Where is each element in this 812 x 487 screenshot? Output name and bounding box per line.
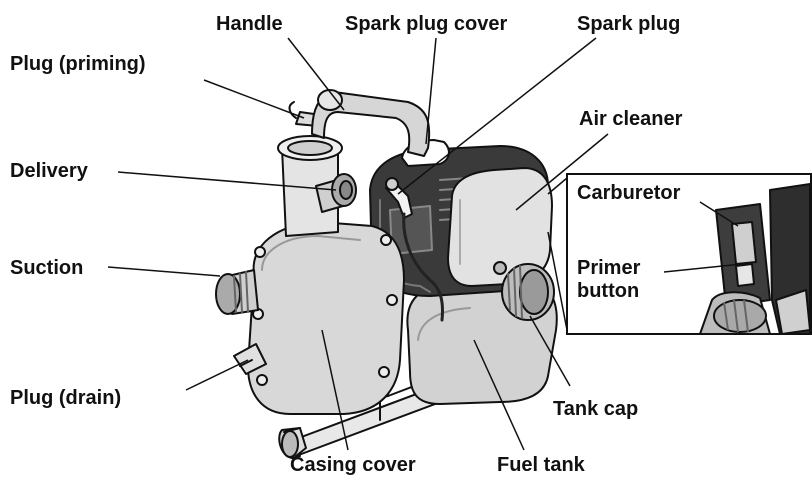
leader-tank-cap <box>529 315 571 387</box>
label-spark-plug-cover: Spark plug cover <box>345 13 508 35</box>
ignition-lead <box>402 212 444 322</box>
leader-spark-plug-cover <box>425 37 437 145</box>
leader-plug-priming <box>203 79 305 119</box>
leader-spark-plug <box>397 37 597 195</box>
pump-casing <box>233 221 405 415</box>
label-primer-button-line1: Primer <box>577 257 641 279</box>
label-spark-plug: Spark plug <box>577 13 681 35</box>
air-cleaner-shape <box>447 167 553 287</box>
leader-primer-button <box>663 263 743 273</box>
label-handle: Handle <box>216 13 283 35</box>
leader-fuel-tank <box>473 339 525 451</box>
label-tank-cap: Tank cap <box>553 398 639 420</box>
leader-lines <box>107 37 743 451</box>
leader-delivery <box>117 171 337 191</box>
leader-handle <box>287 37 345 111</box>
label-air-cleaner: Air cleaner <box>579 108 683 130</box>
spark-plug-shape <box>385 177 413 219</box>
leader-plug-drain <box>185 359 249 391</box>
label-plug-drain: Plug (drain) <box>10 387 122 409</box>
label-delivery: Delivery <box>10 160 88 182</box>
leader-carburetor <box>699 201 739 227</box>
leader-suction <box>107 266 221 277</box>
leader-casing-cover <box>321 329 349 451</box>
label-plug-priming: Plug (priming) <box>10 53 146 75</box>
label-casing-cover: Casing cover <box>290 454 416 476</box>
leader-air-cleaner <box>515 133 609 211</box>
inset-panel <box>547 173 812 335</box>
handle-shape <box>311 89 431 157</box>
tank-cap-shape <box>501 263 555 321</box>
label-fuel-tank: Fuel tank <box>497 454 585 476</box>
label-suction: Suction <box>10 257 84 279</box>
label-carburetor: Carburetor <box>577 182 681 204</box>
suction-fitting <box>215 269 259 315</box>
label-primer-button-line2: button <box>577 280 640 302</box>
